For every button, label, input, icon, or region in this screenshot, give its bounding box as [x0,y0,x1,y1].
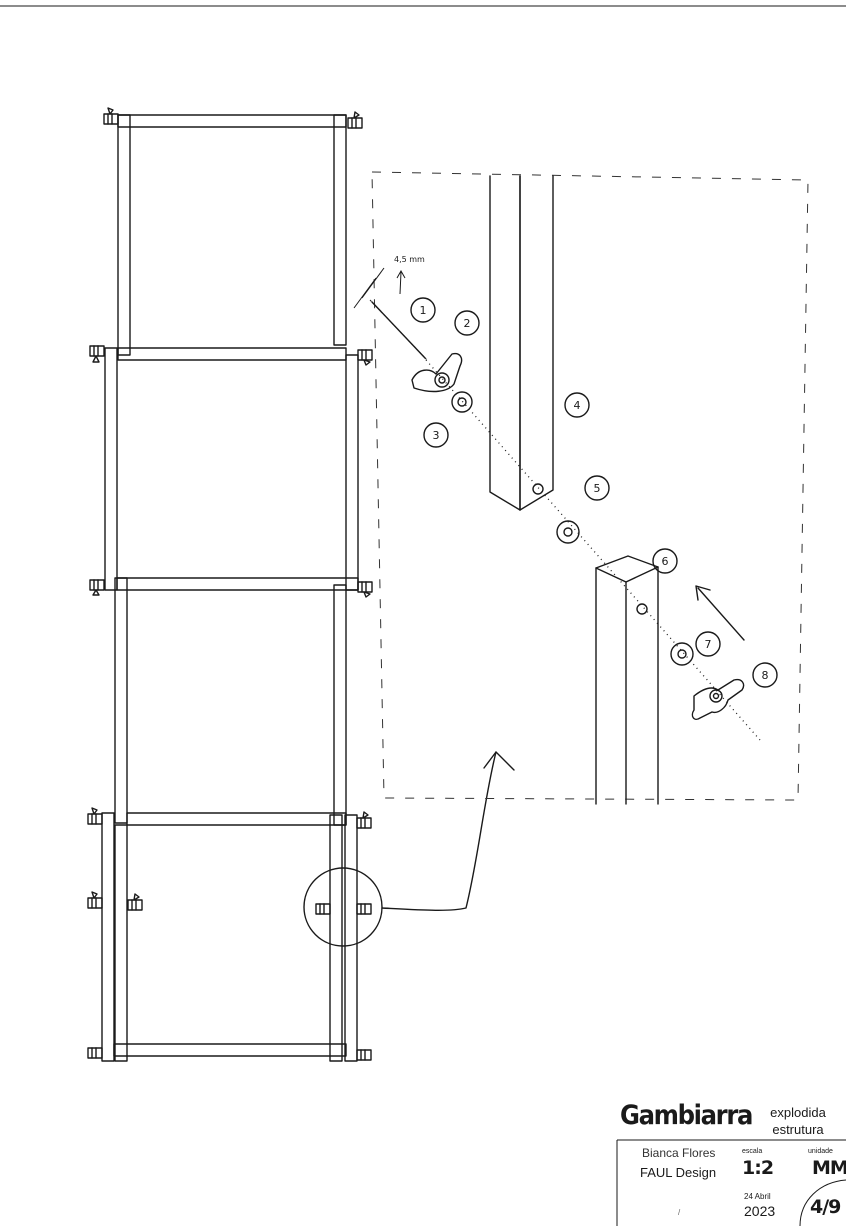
lower-tube [595,555,659,805]
detail-arrowhead [483,751,515,771]
direction-arrow [697,587,745,641]
dimension-line [361,267,385,299]
callout-5: 5 [584,475,610,501]
joint-bolts [87,107,373,1061]
studio-name: FAUL Design [640,1165,717,1180]
scale-value: 1:2 [742,1157,774,1179]
dimension-note: 4,5 mm [394,255,425,264]
frame-post [333,114,347,346]
callout-4: 4 [564,392,590,418]
tube-hole [532,483,544,495]
drawing-description-line1: explodida [770,1105,826,1120]
date-day: 24 Abril [744,1192,771,1201]
wing-nut-icon [356,1049,372,1061]
wing-nut-icon [87,1047,103,1059]
unit-label: unidade [808,1148,833,1155]
frame-post [329,814,343,1062]
frame-post [345,354,359,591]
svg-text:8: 8 [762,669,769,682]
hardware [369,299,745,720]
callout-2: 2 [454,310,480,336]
frame-structure [101,114,359,1062]
svg-text:4: 4 [574,399,581,412]
frame-rail [126,812,347,826]
washer-icon [670,642,694,666]
wing-nut-icon [89,345,105,363]
frame-rail [116,577,359,591]
author-name: Bianca Flores [642,1146,716,1160]
frame-rail [117,114,347,128]
callout-3: 3 [423,422,449,448]
scale-label: escala [742,1148,763,1155]
frame-post [117,114,131,356]
assembly-axis [425,359,761,741]
date-year: 2023 [744,1203,776,1219]
unit-value: MM [812,1157,846,1179]
drawing-description-line2: estrutura [772,1122,824,1137]
frame-post [344,814,358,1062]
wing-nut-icon [87,807,103,825]
frame-rail [117,347,347,361]
wing-nut-icon [357,349,373,366]
frame-post [114,824,128,1062]
detail-leader [381,751,497,912]
svg-text:1: 1 [420,304,427,317]
page-corner [799,1179,846,1226]
page-number: 4/9 [810,1196,841,1218]
frame-post [101,812,115,1062]
callout-1: 1 [410,297,436,323]
svg-text:6: 6 [662,555,669,568]
frame-rail [113,1043,347,1057]
callout-8: 8 [752,662,778,688]
svg-text:3: 3 [433,429,440,442]
brand-logo: Gambiarra [620,1100,753,1131]
detail-circle [303,867,383,947]
wing-nut-icon [127,893,143,911]
wing-nut-icon [356,811,372,829]
wing-nut-icon [347,111,363,129]
svg-text:5: 5 [594,482,601,495]
wing-nut-icon [357,581,373,598]
washer-icon [556,520,580,544]
wing-nut-icon [691,678,745,720]
title-block-mark: / [678,1208,681,1217]
wing-nut-icon [89,579,105,596]
title-block-lines [616,1139,846,1226]
upper-tube [489,175,554,511]
detail-frame [371,171,809,801]
callout-7: 7 [695,631,721,657]
wing-nut-icon [356,903,372,915]
dimension-arrow [396,269,406,295]
frame-post [114,577,128,824]
wing-nut-icon [411,352,463,393]
callout-6: 6 [652,548,678,574]
frame-post [333,584,347,826]
tube-hole [636,603,648,615]
frame-post [104,347,118,591]
wing-nut-icon [315,903,331,915]
washer-icon [451,391,473,413]
wing-nut-icon [103,107,119,125]
svg-text:2: 2 [464,317,471,330]
wing-nut-icon [87,891,103,909]
svg-text:7: 7 [705,638,712,651]
